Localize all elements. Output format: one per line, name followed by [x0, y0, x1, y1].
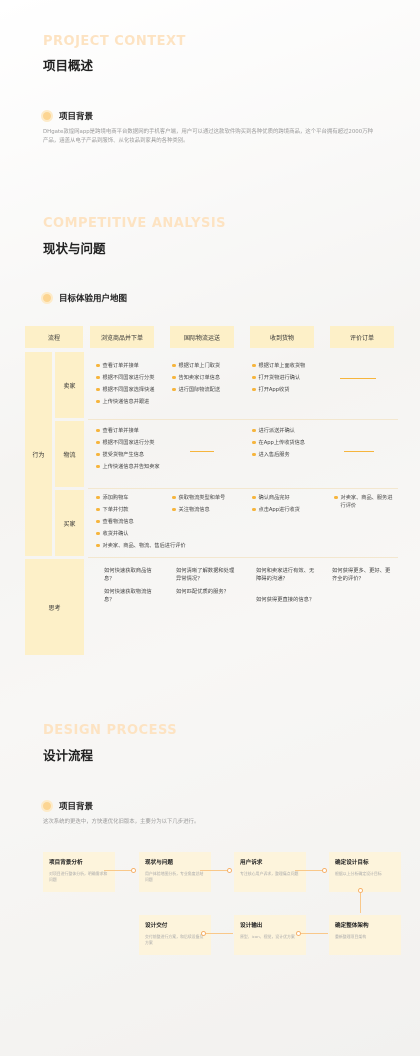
empty-dash — [340, 378, 376, 379]
thinking-text: 如何清晰了解数据和处理异常情况？ — [176, 568, 235, 582]
subheading-label: 项目背景 — [59, 112, 94, 122]
subheading-background: 项目背景 — [43, 110, 93, 122]
list-item: 点击App进行收货 — [252, 506, 300, 513]
connector-arrow — [296, 931, 328, 936]
step-design-goal: 确定设计目标根据以上分析确定设计目标 — [329, 852, 401, 892]
list-item: 下单并付款 — [96, 506, 128, 513]
stage-browse-order: 浏览商品并下单 — [90, 326, 154, 348]
list-item: 在App上传收货信息 — [252, 439, 305, 446]
list-item: 查看订单并接单 — [96, 362, 139, 369]
section-title-status-problems: 现状与问题 — [43, 241, 106, 256]
list-item: 根据不同国家进行分类 — [96, 374, 154, 381]
connector-arrow — [295, 868, 327, 873]
list-item: 添加购物车 — [96, 494, 128, 501]
bullet-dot-icon — [43, 112, 51, 120]
thinking-text: 如何快速获取物流信息？ — [104, 589, 152, 603]
subheading-background: 项目背景 — [43, 800, 93, 812]
step-user-needs: 用户诉求专注核心用户诉求，整理痛点问题 — [234, 852, 306, 892]
list-item: 进行国际物流配送 — [172, 386, 220, 393]
list-item: 获取物流类型和单号 — [172, 494, 225, 501]
stage-international-shipping: 国际物流运送 — [170, 326, 234, 348]
row-divider — [88, 419, 398, 420]
stage-review-order: 评价订单 — [330, 326, 394, 348]
list-item: 进入售后服务 — [252, 451, 290, 458]
connector-arrow — [201, 931, 233, 936]
bullet-dot-icon — [43, 294, 51, 302]
flow-header: 流程 — [25, 326, 83, 348]
list-item: 告知卖家订单信息 — [172, 374, 220, 381]
step-design-output: 设计输出原型、icon、视觉，设计优方案 — [234, 915, 306, 955]
list-item: 收货并确认 — [96, 530, 128, 537]
subheading-label: 目标体验用户地图 — [59, 294, 128, 304]
list-item: 确认商品完好 — [252, 494, 290, 501]
step-design-delivery: 设计交付交付前整进行方案，和后续设备及方案 — [139, 915, 211, 955]
list-item: 揽受货物产生信息 — [96, 451, 144, 458]
row-divider — [88, 557, 398, 558]
connector-vertical — [360, 893, 361, 913]
background-paragraph: DHgate敦煌网app是跨境电商平台数据网的手机客户端，用户可以通过这款软件购… — [43, 129, 373, 144]
role-buyer: 买家 — [55, 490, 84, 556]
section-title-design-flow: 设计流程 — [43, 748, 94, 763]
list-item: 打开货物进行确认 — [252, 374, 300, 381]
step-architecture: 确定整体架构重新整理项目架构 — [329, 915, 401, 955]
list-item: 关注物流信息 — [172, 506, 210, 513]
empty-dash — [190, 451, 214, 452]
list-item: 根据订单上面收货物 — [252, 362, 305, 369]
thinking-label: 思考 — [25, 559, 84, 655]
role-logistics: 物流 — [55, 421, 84, 487]
process-paragraph: 这次系统的更迭中，方快速优化旧版本，主要分为以下几步进行。 — [43, 819, 200, 825]
list-item: 上传快递信息并告知卖家 — [96, 463, 160, 470]
list-item: 对卖家、商品、物流、售后进行评价 — [96, 542, 186, 549]
thinking-text: 如何和卖家进行有效、无障碍的沟通？ — [256, 568, 315, 582]
thinking-text: 如何快速获取商品信息？ — [104, 568, 152, 582]
empty-dash — [344, 451, 374, 452]
list-item: 对卖家、商品、服务进行评价 — [334, 494, 394, 510]
step-project-background: 项目背景分析对项目进行整体分析，明确需求和问题 — [43, 852, 115, 892]
connector-node — [358, 888, 363, 893]
subheading-label: 项目背景 — [59, 802, 94, 812]
section-en-title-design-process: DESIGN PROCESS — [43, 723, 178, 738]
list-item: 根据不同国家进行分类 — [96, 439, 154, 446]
section-en-title-project-context: PROJECT CONTEXT — [43, 34, 186, 49]
thinking-text: 如何获得更多、更好、更齐全的评价？ — [332, 568, 391, 582]
thinking-text: 如何获得更直接的信息？ — [256, 597, 315, 603]
bullet-dot-icon — [43, 802, 51, 810]
list-item: 进行派送并确认 — [252, 427, 295, 434]
list-item: 上传快递信息并跟进 — [96, 398, 149, 405]
action-label: 行为 — [25, 352, 52, 556]
row-divider — [88, 488, 398, 489]
list-item: 查看订单并接单 — [96, 427, 139, 434]
connector-arrow — [200, 868, 232, 873]
role-seller: 卖家 — [55, 352, 84, 418]
section-title-overview: 项目概述 — [43, 58, 94, 73]
step-status-problems: 现状与问题用户体验地图分析，专业角度总结问题 — [139, 852, 211, 892]
connector-arrow — [104, 868, 136, 873]
list-item: 根据不同国家选择快递 — [96, 386, 154, 393]
subheading-journey-map: 目标体验用户地图 — [43, 292, 127, 304]
list-item: 打开App收货 — [252, 386, 289, 393]
list-item: 查看物流信息 — [96, 518, 134, 525]
thinking-text: 如何匹配优质的服务？ — [176, 589, 229, 595]
list-item: 根据订单上门取货 — [172, 362, 220, 369]
stage-receive-goods: 收到货物 — [250, 326, 314, 348]
section-en-title-competitive-analysis: COMPETITIVE ANALYSIS — [43, 216, 227, 231]
